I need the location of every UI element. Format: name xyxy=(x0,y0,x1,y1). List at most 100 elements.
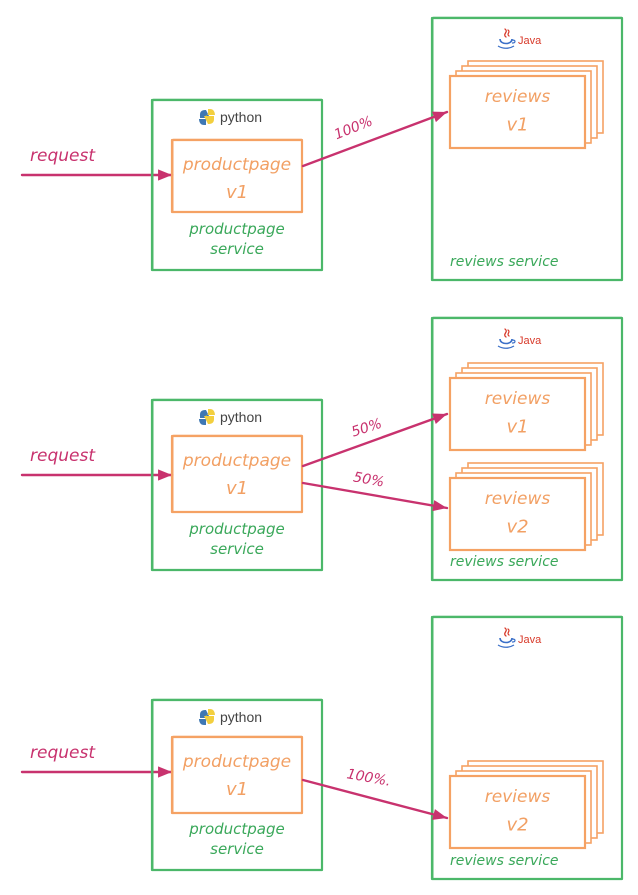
pod-name-label: reviews xyxy=(485,389,551,409)
productpage-pod-box xyxy=(170,735,304,815)
reviews-service-box-stroke xyxy=(430,316,624,582)
python-logo-yellow xyxy=(204,109,215,124)
route-arrow-1 xyxy=(301,412,449,468)
java-logo-saucer xyxy=(497,345,515,349)
route-arrow-2-shaft xyxy=(301,481,449,510)
reviews-service-label: reviews service xyxy=(450,254,559,270)
java-logo-steam xyxy=(504,28,510,38)
request-arrow-head xyxy=(158,766,172,778)
request-label: request xyxy=(30,146,96,166)
pod-version-label: v1 xyxy=(506,417,528,438)
java-label: Java xyxy=(518,335,542,347)
productpage-pod-box-sketch xyxy=(173,138,302,213)
python-label: python xyxy=(220,709,262,725)
python-label: python xyxy=(220,109,262,125)
productpage-service-name: productpage xyxy=(188,520,285,538)
productpage-service-suffix: service xyxy=(210,840,264,858)
productpage-pod-box-stroke xyxy=(170,434,304,514)
reviews-service-box-sketch xyxy=(433,16,622,281)
java-logo-cup xyxy=(499,38,513,45)
productpage-service-box-sketch xyxy=(153,398,322,571)
reviews-pod-1-front xyxy=(448,376,587,452)
python-logo-yellow xyxy=(204,709,215,724)
request-arrow-head xyxy=(158,469,172,481)
java-logo-saucer xyxy=(497,45,515,49)
reviews-service-box xyxy=(430,615,624,881)
python-logo-blue xyxy=(199,110,210,125)
python-label: python xyxy=(220,409,262,425)
productpage-pod-box-sketch xyxy=(173,735,302,814)
reviews-service-box xyxy=(430,316,624,582)
java-logo-icon xyxy=(497,627,516,648)
java-label: Java xyxy=(518,35,542,47)
java-logo-saucer xyxy=(497,644,515,648)
productpage-service-suffix: service xyxy=(210,540,264,558)
route-arrow-1-shaft xyxy=(301,110,449,168)
reviews-service-box-sketch xyxy=(433,615,622,880)
scenario-3: request python productpage v1 productpage ser… xyxy=(20,615,624,881)
pod-version-label: v2 xyxy=(506,517,528,538)
python-logo-blue xyxy=(199,710,210,725)
productpage-pod-box xyxy=(170,138,304,214)
java-logo-icon xyxy=(497,328,516,349)
reviews-pod-1: reviews v1 xyxy=(448,362,604,452)
pod-name-label: reviews xyxy=(485,787,551,807)
productpage-pod-version: v1 xyxy=(226,182,248,203)
reviews-service-label: reviews service xyxy=(450,853,559,869)
java-logo-steam xyxy=(504,627,510,637)
java-logo-cup xyxy=(499,637,513,644)
productpage-pod-version: v1 xyxy=(226,478,248,499)
reviews-service-box-stroke xyxy=(430,16,624,282)
productpage-pod-box xyxy=(170,434,304,514)
route-arrow-1-shaft xyxy=(301,778,449,820)
java-logo-handle xyxy=(511,339,516,344)
productpage-pod-name: productpage xyxy=(182,451,291,471)
productpage-pod-box-sketch xyxy=(173,434,302,513)
pod-version-label: v2 xyxy=(506,815,528,836)
route-arrow-1-head xyxy=(432,111,447,123)
productpage-service-box-sketch xyxy=(153,98,322,271)
scenario-2: request python productpage v1 productpage ser… xyxy=(20,316,624,582)
python-logo-icon xyxy=(199,709,215,725)
productpage-pod-box-stroke xyxy=(170,735,304,815)
productpage-service-name: productpage xyxy=(188,820,285,838)
route-percent-label: 50% xyxy=(352,469,385,490)
productpage-service-box xyxy=(150,98,324,272)
python-logo-blue xyxy=(199,410,210,425)
productpage-pod-name: productpage xyxy=(182,752,291,772)
pod-name-label: reviews xyxy=(485,489,551,509)
route-percent-label: 100% xyxy=(332,113,375,143)
reviews-pod-1-front xyxy=(448,774,587,850)
python-logo-yellow xyxy=(204,409,215,424)
request-label: request xyxy=(30,446,96,466)
java-logo-cup xyxy=(499,338,513,345)
productpage-pod-version: v1 xyxy=(226,779,248,800)
productpage-service-box-stroke xyxy=(150,98,324,272)
productpage-service-name: productpage xyxy=(188,220,285,238)
request-label: request xyxy=(30,743,96,763)
productpage-pod-box-stroke xyxy=(170,138,304,214)
reviews-pod-2: reviews v2 xyxy=(448,462,604,552)
route-arrow-1-head xyxy=(432,809,447,820)
java-logo-icon xyxy=(497,28,516,49)
reviews-service-box xyxy=(430,16,624,282)
pod-name-label: reviews xyxy=(485,87,551,107)
productpage-service-box-stroke xyxy=(150,398,324,572)
java-logo-handle xyxy=(511,638,516,643)
reviews-service-box-sketch xyxy=(433,316,622,581)
request-arrow xyxy=(20,169,174,181)
route-percent-label: 50% xyxy=(349,416,384,441)
reviews-service-box-stroke xyxy=(430,615,624,881)
java-label: Java xyxy=(518,634,542,646)
route-arrow-1-head xyxy=(432,413,447,424)
reviews-pod-1: reviews v1 xyxy=(448,60,604,150)
pod-version-label: v1 xyxy=(506,115,528,136)
route-arrow-2 xyxy=(301,481,449,512)
reviews-pod-2-front xyxy=(448,476,587,552)
python-logo-icon xyxy=(199,409,215,425)
route-arrow-2-head xyxy=(432,500,447,512)
request-arrow-head xyxy=(158,169,172,181)
reviews-pod-1: reviews v2 xyxy=(448,760,604,850)
productpage-pod-name: productpage xyxy=(182,155,291,175)
